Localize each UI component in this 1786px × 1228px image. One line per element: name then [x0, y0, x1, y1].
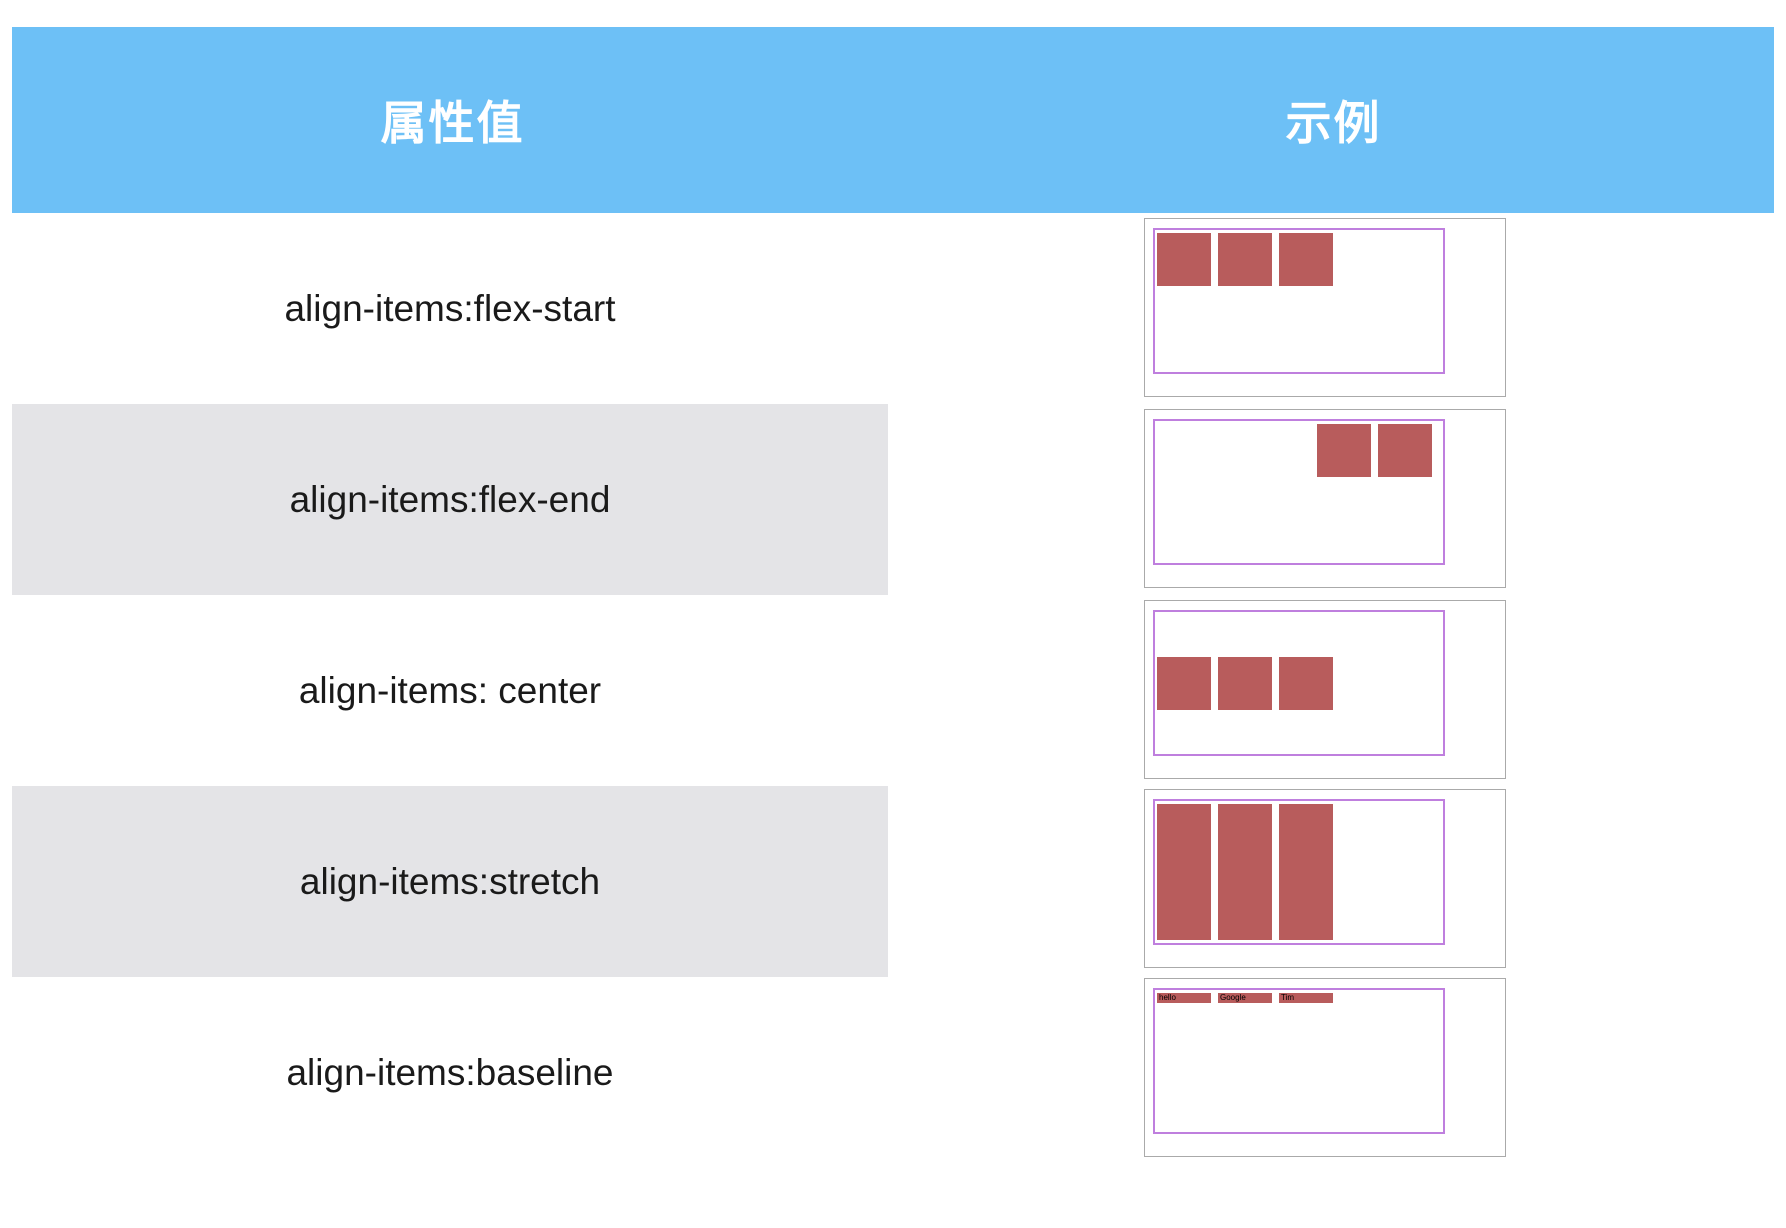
table-row: align-items:stretch	[12, 786, 1774, 977]
flex-item	[1157, 804, 1211, 940]
example-cell	[888, 786, 1774, 977]
property-value-label: align-items:baseline	[286, 1051, 614, 1093]
property-value-cell: align-items: center	[12, 595, 888, 786]
property-value-label: align-items:stretch	[299, 860, 601, 902]
table-row: align-items:flex-end	[12, 404, 1774, 595]
header-example: 示例	[1285, 97, 1382, 149]
table-header-row: 属性值 示例	[12, 27, 1774, 213]
header-property-value: 属性值	[380, 97, 525, 149]
property-value-cell: align-items:flex-end	[12, 404, 888, 595]
flex-item-labeled: Google	[1218, 993, 1272, 1003]
flex-container-center	[1153, 610, 1445, 756]
example-outer-box	[1144, 218, 1506, 397]
property-value-label: align-items:flex-start	[284, 287, 616, 329]
flex-item	[1317, 424, 1371, 477]
flex-container-stretch	[1153, 799, 1445, 945]
example-outer-box	[1144, 789, 1506, 968]
flex-item-labeled: hello	[1157, 993, 1211, 1003]
example-outer-box: hello Google Tim	[1144, 978, 1506, 1157]
flex-container-flex-start	[1153, 228, 1445, 374]
flex-item	[1279, 233, 1333, 286]
example-cell	[888, 404, 1774, 595]
flex-item-labeled: Tim	[1279, 993, 1333, 1003]
example-cell	[888, 213, 1774, 404]
table-row: align-items:baseline hello Google Tim	[12, 977, 1774, 1168]
flex-container-baseline: hello Google Tim	[1153, 988, 1445, 1134]
example-outer-box	[1144, 409, 1506, 588]
flex-item	[1279, 804, 1333, 940]
flex-item	[1279, 656, 1333, 710]
example-cell: hello Google Tim	[888, 977, 1774, 1168]
align-items-table: 属性值 示例 align-items:flex-start align-item…	[12, 27, 1774, 1168]
flex-item	[1218, 233, 1272, 286]
property-value-cell: align-items:stretch	[12, 786, 888, 977]
property-value-cell: align-items:baseline	[12, 977, 888, 1168]
flex-item	[1378, 424, 1432, 477]
flex-container-flex-end	[1153, 419, 1445, 565]
property-value-label: align-items: center	[298, 669, 602, 711]
example-outer-box	[1144, 600, 1506, 779]
flex-item	[1157, 233, 1211, 286]
table-row: align-items:flex-start	[12, 213, 1774, 404]
property-value-label: align-items:flex-end	[289, 478, 611, 520]
flex-item	[1218, 804, 1272, 940]
property-value-cell: align-items:flex-start	[12, 213, 888, 404]
flex-item	[1218, 656, 1272, 710]
flex-item	[1157, 656, 1211, 710]
table-row: align-items: center	[12, 595, 1774, 786]
example-cell	[888, 595, 1774, 786]
